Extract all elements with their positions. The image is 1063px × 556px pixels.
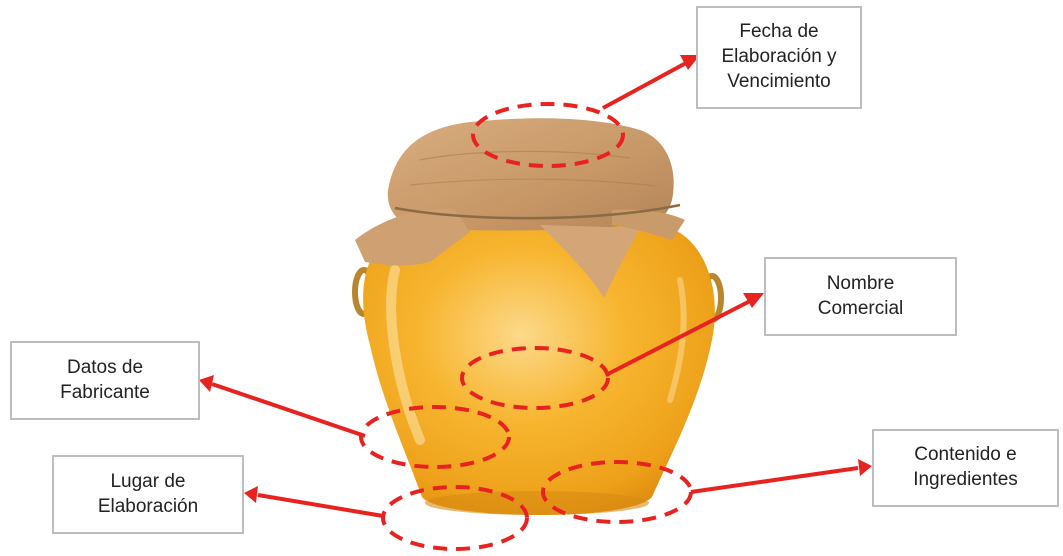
- label-fecha-elaboracion-vencimiento: Fecha de Elaboración y Vencimiento: [696, 6, 862, 109]
- label-line: Elaboración: [98, 495, 198, 520]
- label-contenido-ingredientes: Contenido e Ingredientes: [872, 429, 1059, 507]
- arrow-contenido-line: [691, 468, 858, 492]
- arrow-head-icon: [199, 375, 214, 392]
- arrow-lugar-line: [258, 495, 383, 516]
- label-line: Lugar de: [98, 470, 198, 495]
- label-datos-fabricante: Datos de Fabricante: [10, 341, 200, 420]
- arrow-head-icon: [743, 293, 764, 308]
- arrow-head-icon: [244, 486, 258, 503]
- label-nombre-comercial: Nombre Comercial: [764, 257, 957, 336]
- arrow-datos-line: [212, 384, 365, 436]
- label-line: Datos de: [60, 356, 150, 381]
- label-line: Ingredientes: [913, 468, 1018, 493]
- label-line: Fecha de: [721, 20, 836, 45]
- label-lugar-elaboracion: Lugar de Elaboración: [52, 455, 244, 534]
- label-line: Comercial: [818, 297, 904, 322]
- arrow-head-icon: [858, 459, 872, 476]
- label-line: Contenido e: [913, 443, 1018, 468]
- arrow-fecha-line: [603, 63, 686, 108]
- label-line: Nombre: [818, 272, 904, 297]
- honey-jar-image: [355, 118, 721, 515]
- jar-base: [425, 491, 649, 515]
- label-line: Fabricante: [60, 381, 150, 406]
- label-line: Vencimiento: [721, 70, 836, 95]
- label-line: Elaboración y: [721, 45, 836, 70]
